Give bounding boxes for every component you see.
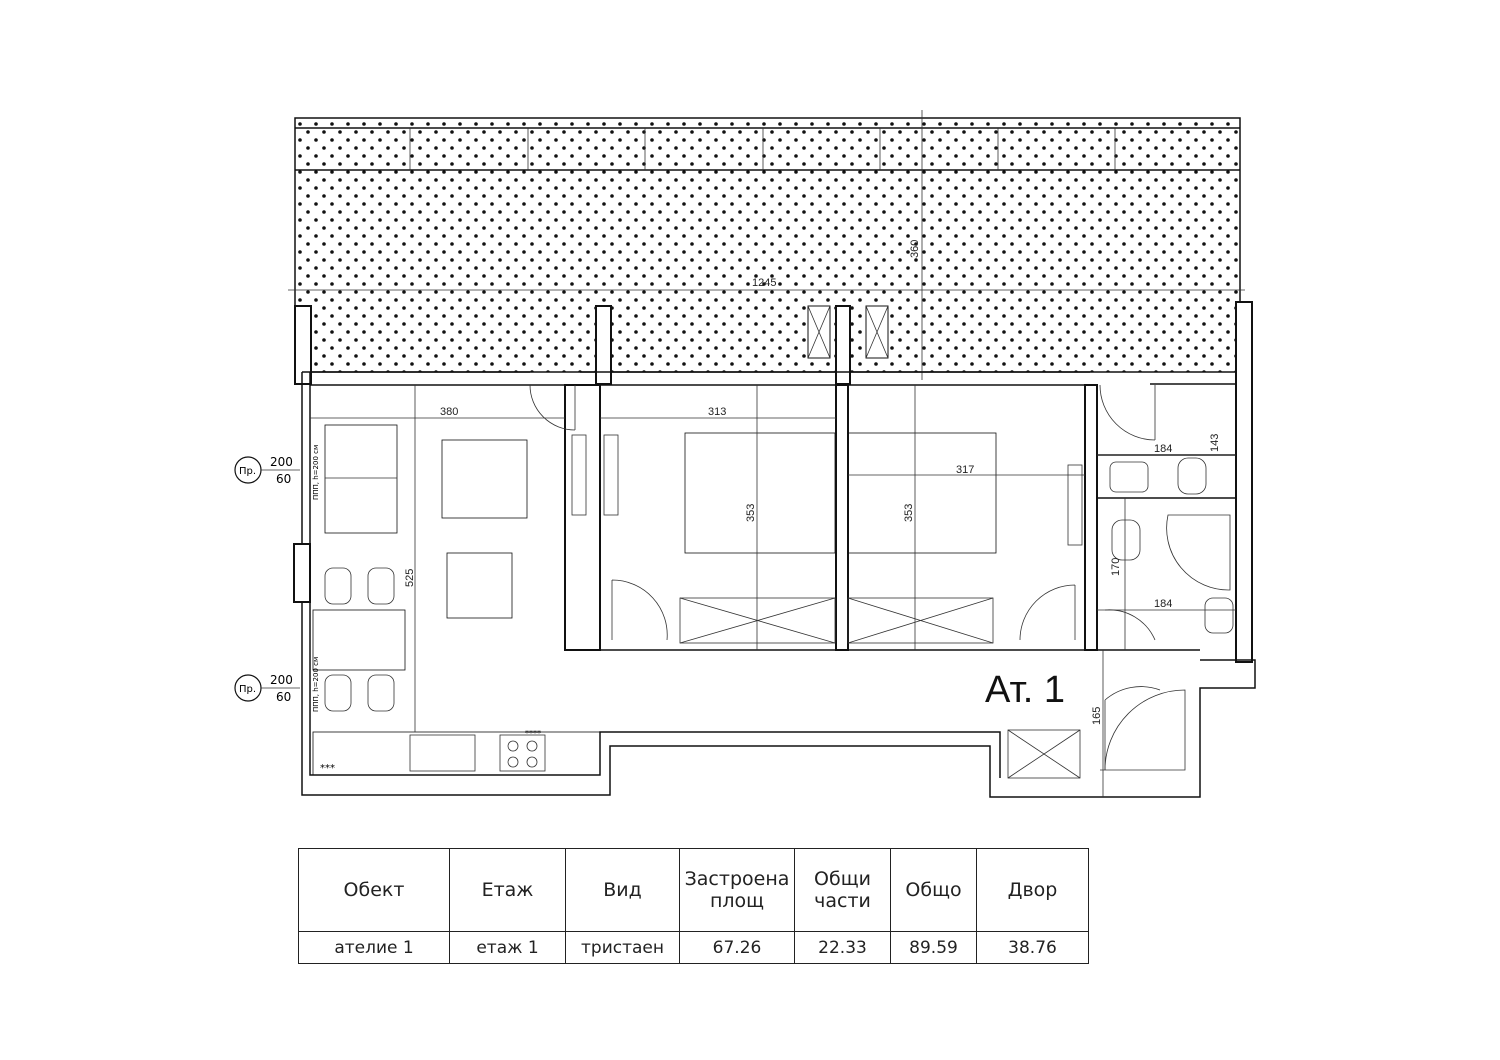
header-cell: Вид [565,848,680,932]
dim-terrace-width: 1245 [752,277,776,289]
dim-bath-depth: 170 [1110,558,1122,576]
svg-text:60: 60 [276,690,291,704]
dim-bedroom2-depth: 353 [903,504,915,522]
cell-type: тристаен [565,931,680,964]
terrace: 1245 360 [288,110,1253,663]
svg-text:200: 200 [270,455,293,469]
table-header-row: Обект Етаж Вид Застроена площ Общи части… [298,848,1089,932]
table-row: ателие 1 етаж 1 тристаен 67.26 22.33 89.… [298,931,1089,964]
fridge-mark: *** [320,763,335,774]
header-cell: Етаж [449,848,566,932]
cell-floor: етаж 1 [449,931,566,964]
svg-text:200: 200 [270,673,293,687]
svg-text:ППП, h=200 см: ППП, h=200 см [312,445,320,500]
dim-wc-depth: 143 [1209,434,1221,452]
window [293,543,311,603]
header-cell: Общи части [794,848,891,932]
dim-wc-width: 184 [1154,443,1172,455]
unit-label: Ат. 1 [985,669,1065,711]
dim-bedroom1-width: 313 [708,406,726,418]
apartment-walls [301,371,1256,798]
dim-living-depth: 525 [404,569,416,587]
stove-mark: **** [525,729,541,738]
dimension-labels: 380 313 317 353 353 525 184 143 170 184 … [310,385,1236,797]
svg-text:60: 60 [276,472,291,486]
dim-bedroom1-depth: 353 [745,504,757,522]
header-cell: Общо [890,848,977,932]
cell-object: ателие 1 [298,931,450,964]
cell-common-parts: 22.33 [794,931,891,964]
header-cell: Двор [976,848,1089,932]
dim-hall-depth: 165 [1091,707,1103,725]
window-mark: Пр. 200 60 ППП, h=200 см [234,657,320,712]
dim-terrace-depth: 360 [909,240,921,258]
svg-text:Пр.: Пр. [239,684,256,695]
furniture [312,424,1234,779]
dim-bedroom2-width: 317 [956,464,974,476]
header-cell: Застроена площ [679,848,795,932]
header-cell: Обект [298,848,450,932]
area-table: Обект Етаж Вид Застроена площ Общи части… [298,848,1089,964]
svg-text:ППП, h=200 см: ППП, h=200 см [312,657,320,712]
cell-built-area: 67.26 [679,931,795,964]
window-mark: Пр. 200 60 ППП, h=200 см [234,445,320,500]
svg-text:Пр.: Пр. [239,466,256,477]
cell-yard: 38.76 [976,931,1089,964]
cell-total: 89.59 [890,931,977,964]
dim-bath-width: 184 [1154,598,1172,610]
dim-living-width: 380 [440,406,458,418]
